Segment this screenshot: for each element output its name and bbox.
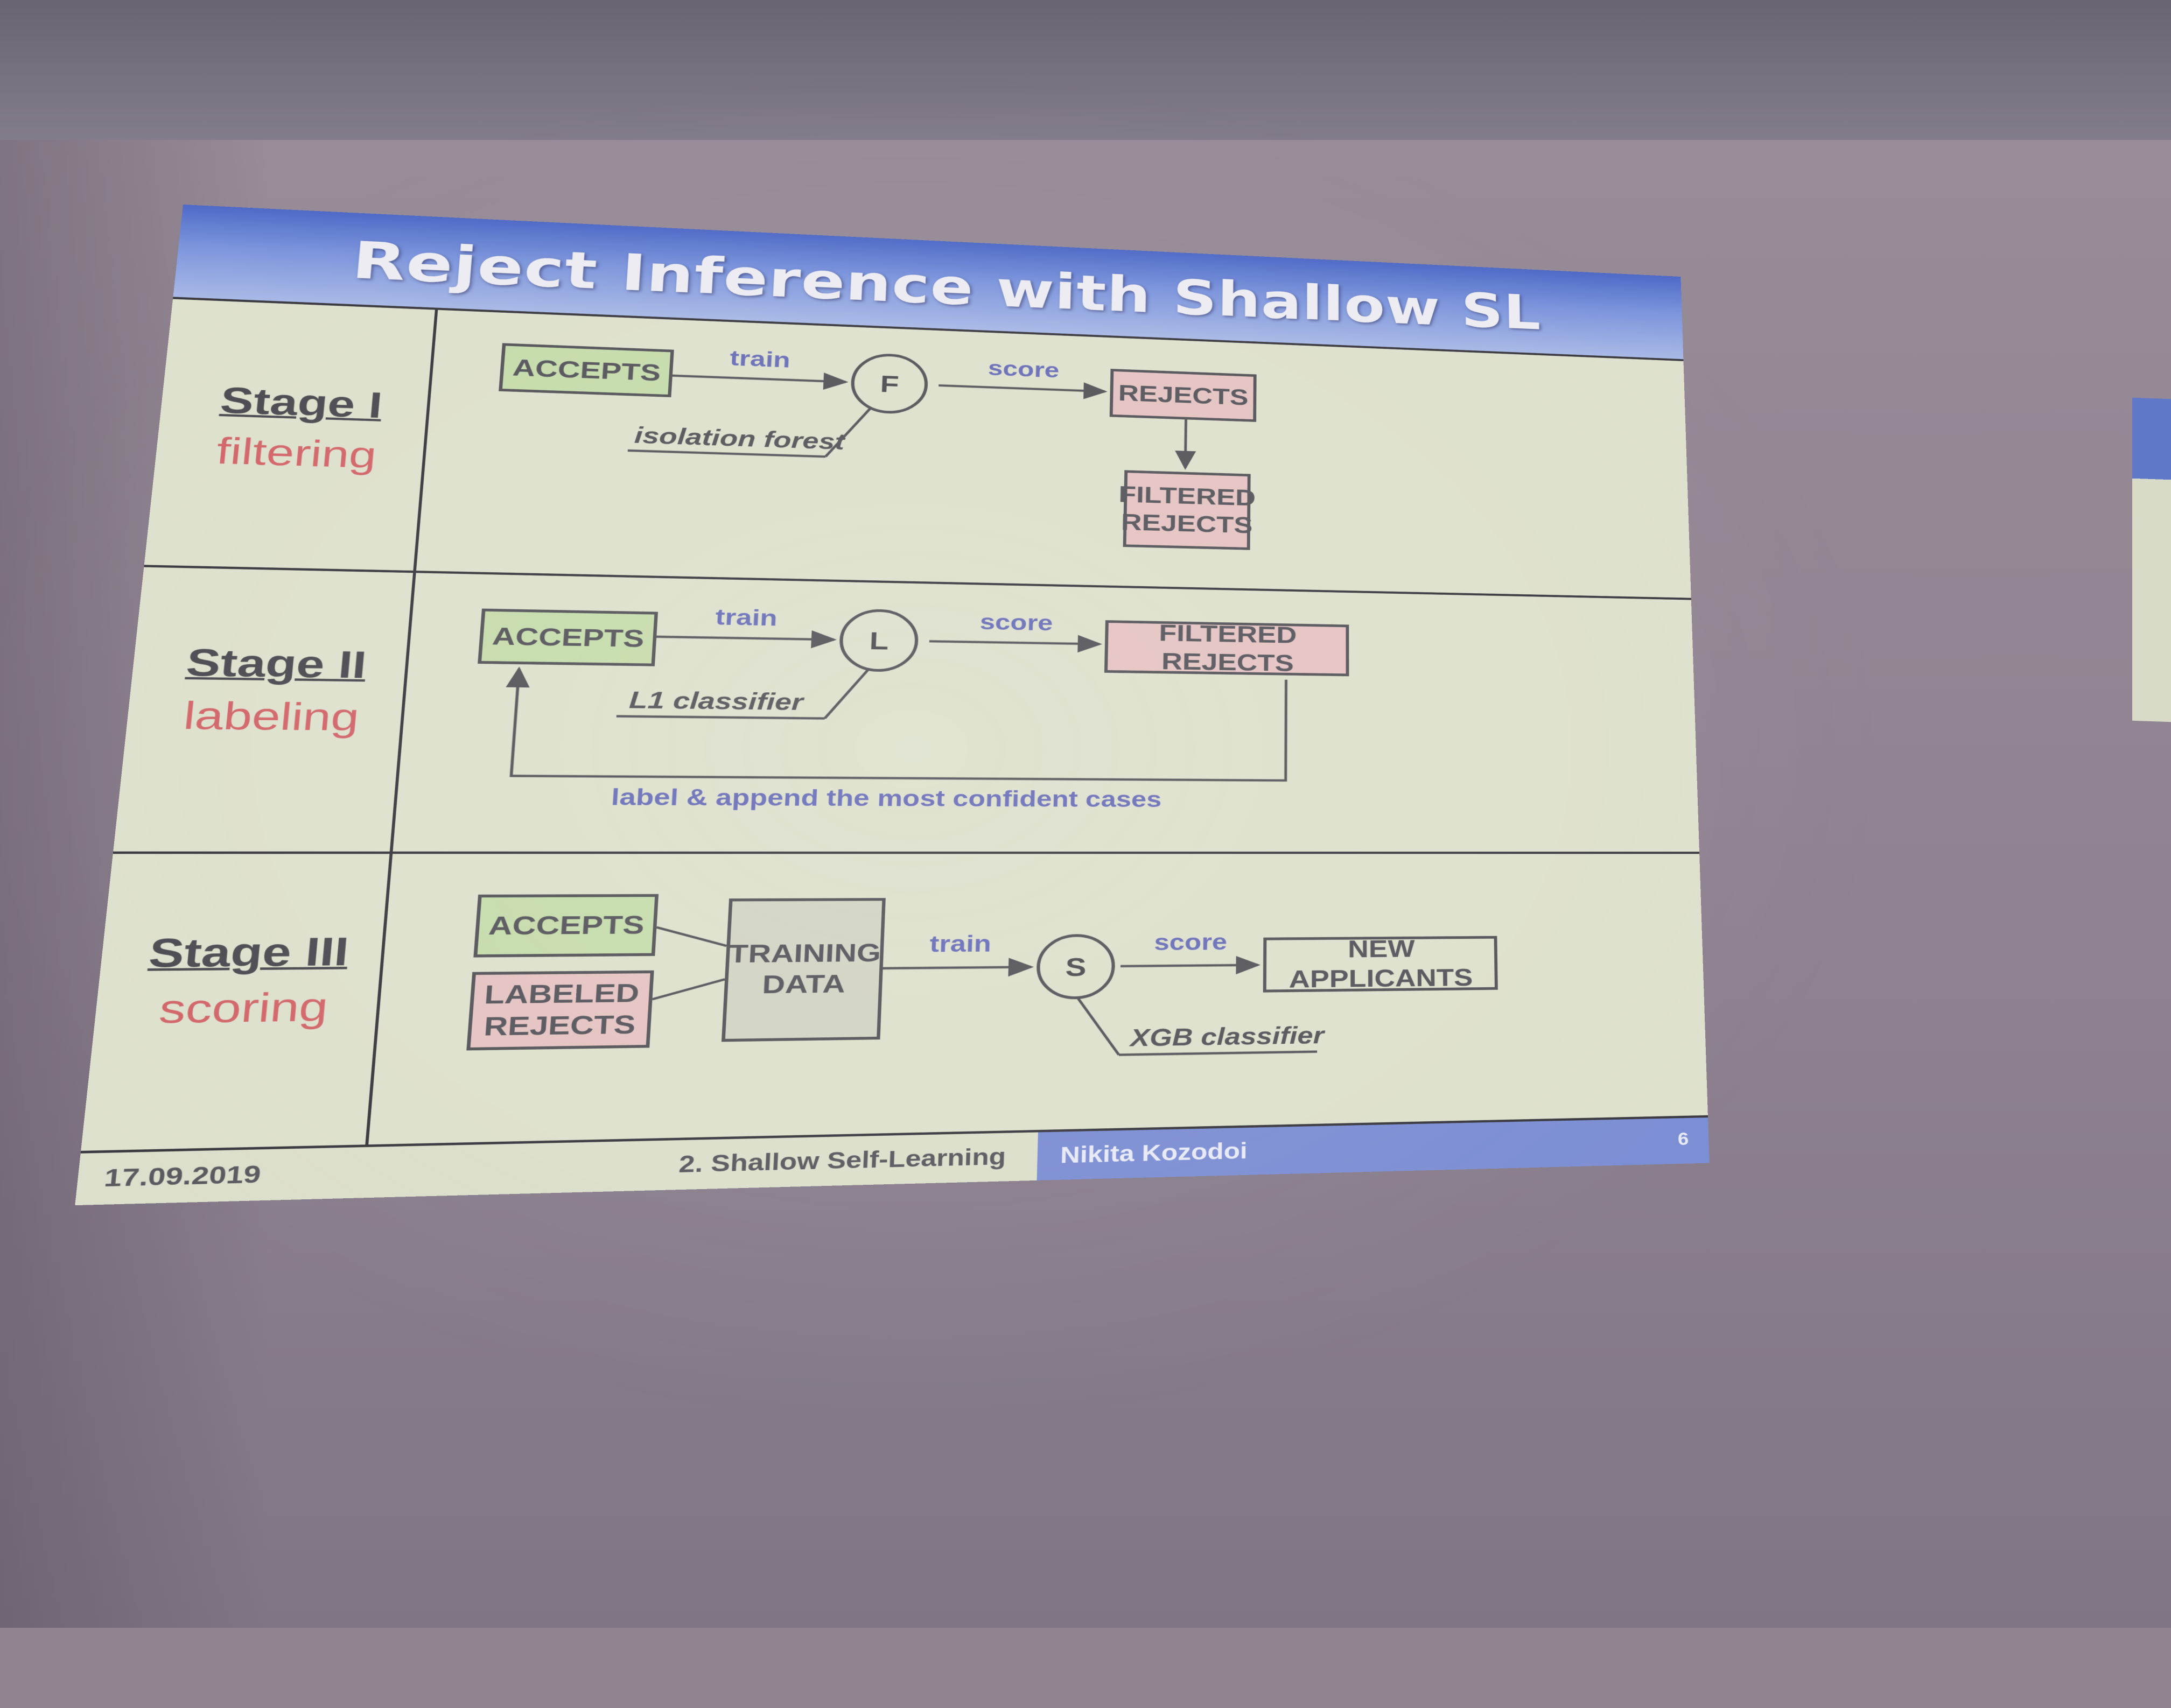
- stage-1-filter-arrow: [1185, 419, 1186, 468]
- stage-1-rejects-box: REJECTS: [1109, 369, 1257, 422]
- stage-2-feedback-loop: [511, 669, 1286, 781]
- stage-3-new-applicants-box: NEW APPLICANTS: [1263, 935, 1498, 993]
- stage-2-train-arrow: [656, 637, 834, 640]
- stage-2-train-label: train: [715, 604, 778, 631]
- footer-page-number: 6: [1677, 1129, 1689, 1149]
- stage-3-rejects-link: [652, 979, 725, 999]
- stage-3-accepts-link: [655, 927, 727, 946]
- stage-3-accepts-box: ACCEPTS: [473, 894, 659, 958]
- stage-3-train-label: train: [929, 930, 992, 958]
- stage-2-model-underline: [617, 716, 825, 719]
- stage-2-model-pointer: [825, 664, 872, 719]
- stage-1-score-label: score: [988, 356, 1060, 383]
- stage-2-score-arrow: [929, 641, 1099, 644]
- stage-3-score-label: score: [1154, 929, 1228, 955]
- footer-author: Nikita Kozodoi: [1060, 1138, 1248, 1169]
- footer-date: 17.09.2019: [102, 1161, 262, 1192]
- slide-canvas: Reject Inference with Shallow SL Stage I…: [75, 205, 1710, 1205]
- stage-2-score-label: score: [979, 609, 1054, 636]
- stage-3-model-label: XGB classifier: [1130, 1022, 1324, 1052]
- stage-3-training-data-box: TRAINING DATA: [721, 898, 886, 1042]
- stage-1-score-arrow: [939, 385, 1105, 391]
- stage-1-accepts-box: ACCEPTS: [499, 343, 674, 397]
- stage-3-labeled-rejects-box: LABELED REJECTS: [466, 970, 654, 1051]
- stage-3-train-arrow: [883, 967, 1031, 968]
- stage-3-model-pointer: [1074, 994, 1120, 1056]
- projected-slide: Reject Inference with Shallow SL Stage I…: [20, 205, 2171, 1708]
- stage-2-model-label: L1 classifier: [628, 687, 804, 716]
- stage-1-train-arrow: [673, 376, 846, 382]
- stage-3-model-underline: [1119, 1052, 1317, 1055]
- stage-3-score-arrow: [1120, 965, 1258, 966]
- stage-2-filtered-rejects-box: FILTERED REJECTS: [1104, 620, 1349, 676]
- stage-1-train-label: train: [729, 346, 791, 372]
- stage-2-accepts-box: ACCEPTS: [478, 608, 659, 666]
- stage-2-feedback-label: label & append the most confident cases: [610, 784, 1162, 812]
- stage-1-filtered-rejects-box: FILTERED REJECTS: [1118, 470, 1256, 550]
